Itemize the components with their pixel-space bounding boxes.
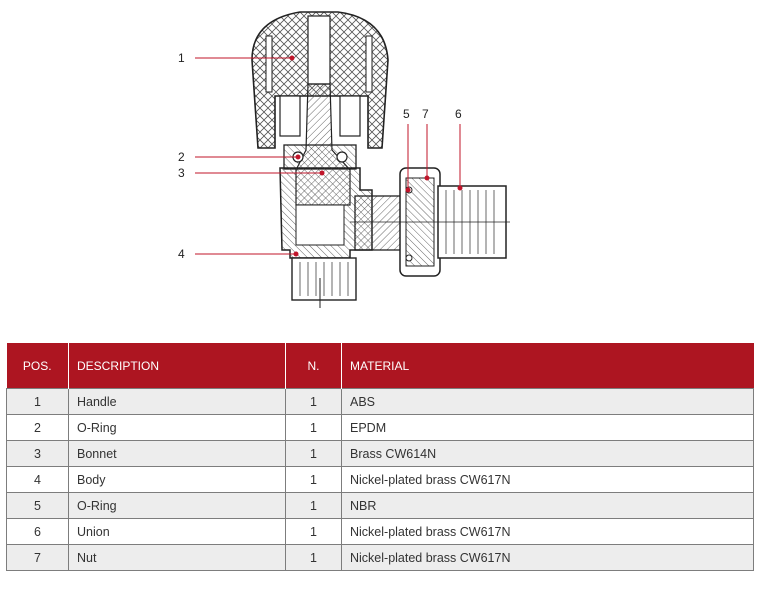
cell-description: Bonnet	[68, 440, 286, 467]
cell-pos: 6	[6, 518, 69, 545]
table-row: 1 Handle 1 ABS	[6, 388, 754, 415]
callout-1: 1	[178, 51, 185, 65]
cell-pos: 1	[6, 388, 69, 415]
callout-7: 7	[422, 107, 429, 121]
cell-description: Body	[68, 466, 286, 493]
cell-pos: 4	[6, 466, 69, 493]
table-row: 2 O-Ring 1 EPDM	[6, 414, 754, 441]
callout-3: 3	[178, 166, 185, 180]
cell-description: Union	[68, 518, 286, 545]
cell-pos: 5	[6, 492, 69, 519]
cell-material: EPDM	[341, 414, 754, 441]
valve-section-drawing: 1 2 3 4 5 7 6	[178, 11, 510, 308]
cell-n: 1	[285, 440, 342, 467]
cell-n: 1	[285, 492, 342, 519]
cell-n: 1	[285, 414, 342, 441]
callout-5: 5	[403, 107, 410, 121]
cell-material: Nickel-plated brass CW617N	[341, 518, 754, 545]
cell-n: 1	[285, 544, 342, 571]
cell-description: Handle	[68, 388, 286, 415]
cell-pos: 2	[6, 414, 69, 441]
table-row: 3 Bonnet 1 Brass CW614N	[6, 440, 754, 467]
cell-description: O-Ring	[68, 492, 286, 519]
callout-2: 2	[178, 150, 185, 164]
cell-material: Nickel-plated brass CW617N	[341, 466, 754, 493]
cell-material: Nickel-plated brass CW617N	[341, 544, 754, 571]
header-material: MATERIAL	[341, 343, 754, 389]
cell-description: O-Ring	[68, 414, 286, 441]
handle-stem-slot	[307, 15, 331, 85]
table-row: 4 Body 1 Nickel-plated brass CW617N	[6, 466, 754, 493]
callout-4: 4	[178, 247, 185, 261]
table-row: 5 O-Ring 1 NBR	[6, 492, 754, 519]
table-row: 6 Union 1 Nickel-plated brass CW617N	[6, 518, 754, 545]
cell-material: Brass CW614N	[341, 440, 754, 467]
cell-material: NBR	[341, 492, 754, 519]
cell-pos: 7	[6, 544, 69, 571]
header-n: N.	[285, 343, 342, 389]
cell-n: 1	[285, 518, 342, 545]
cell-pos: 3	[6, 440, 69, 467]
side-port	[354, 195, 406, 251]
header-pos: POS.	[6, 343, 69, 389]
cell-material: ABS	[341, 388, 754, 415]
table-row: 7 Nut 1 Nickel-plated brass CW617N	[6, 544, 754, 571]
cell-description: Nut	[68, 544, 286, 571]
header-description: DESCRIPTION	[68, 343, 286, 389]
cell-n: 1	[285, 388, 342, 415]
callout-6: 6	[455, 107, 462, 121]
parts-table: POS. DESCRIPTION N. MATERIAL 1 Handle 1 …	[6, 343, 754, 571]
cell-n: 1	[285, 466, 342, 493]
table-header-row: POS. DESCRIPTION N. MATERIAL	[6, 343, 754, 389]
